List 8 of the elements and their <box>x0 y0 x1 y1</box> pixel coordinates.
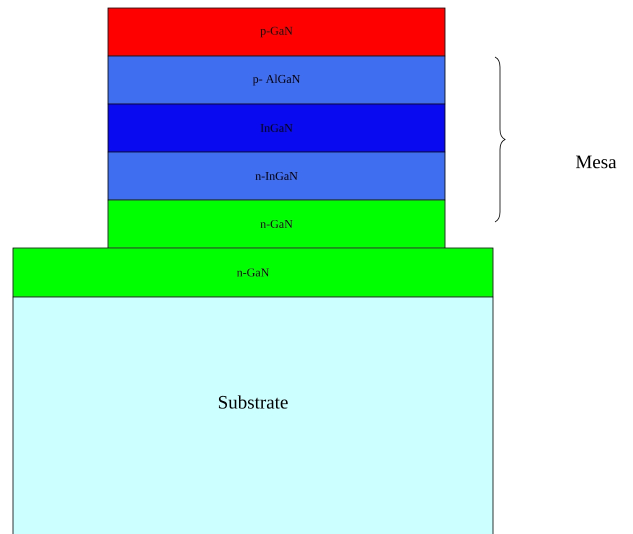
substrate-layer: Substrate <box>12 296 494 534</box>
layer-box: n-GaN <box>108 200 446 248</box>
layer-box: p- AlGaN <box>108 56 446 104</box>
layer-box: n-GaN <box>12 248 494 298</box>
layer-box: InGaN <box>108 104 446 152</box>
layer-box: n-InGaN <box>108 152 446 200</box>
layer-box: p-GaN <box>108 8 446 56</box>
mesa-label: Mesa <box>576 156 616 168</box>
